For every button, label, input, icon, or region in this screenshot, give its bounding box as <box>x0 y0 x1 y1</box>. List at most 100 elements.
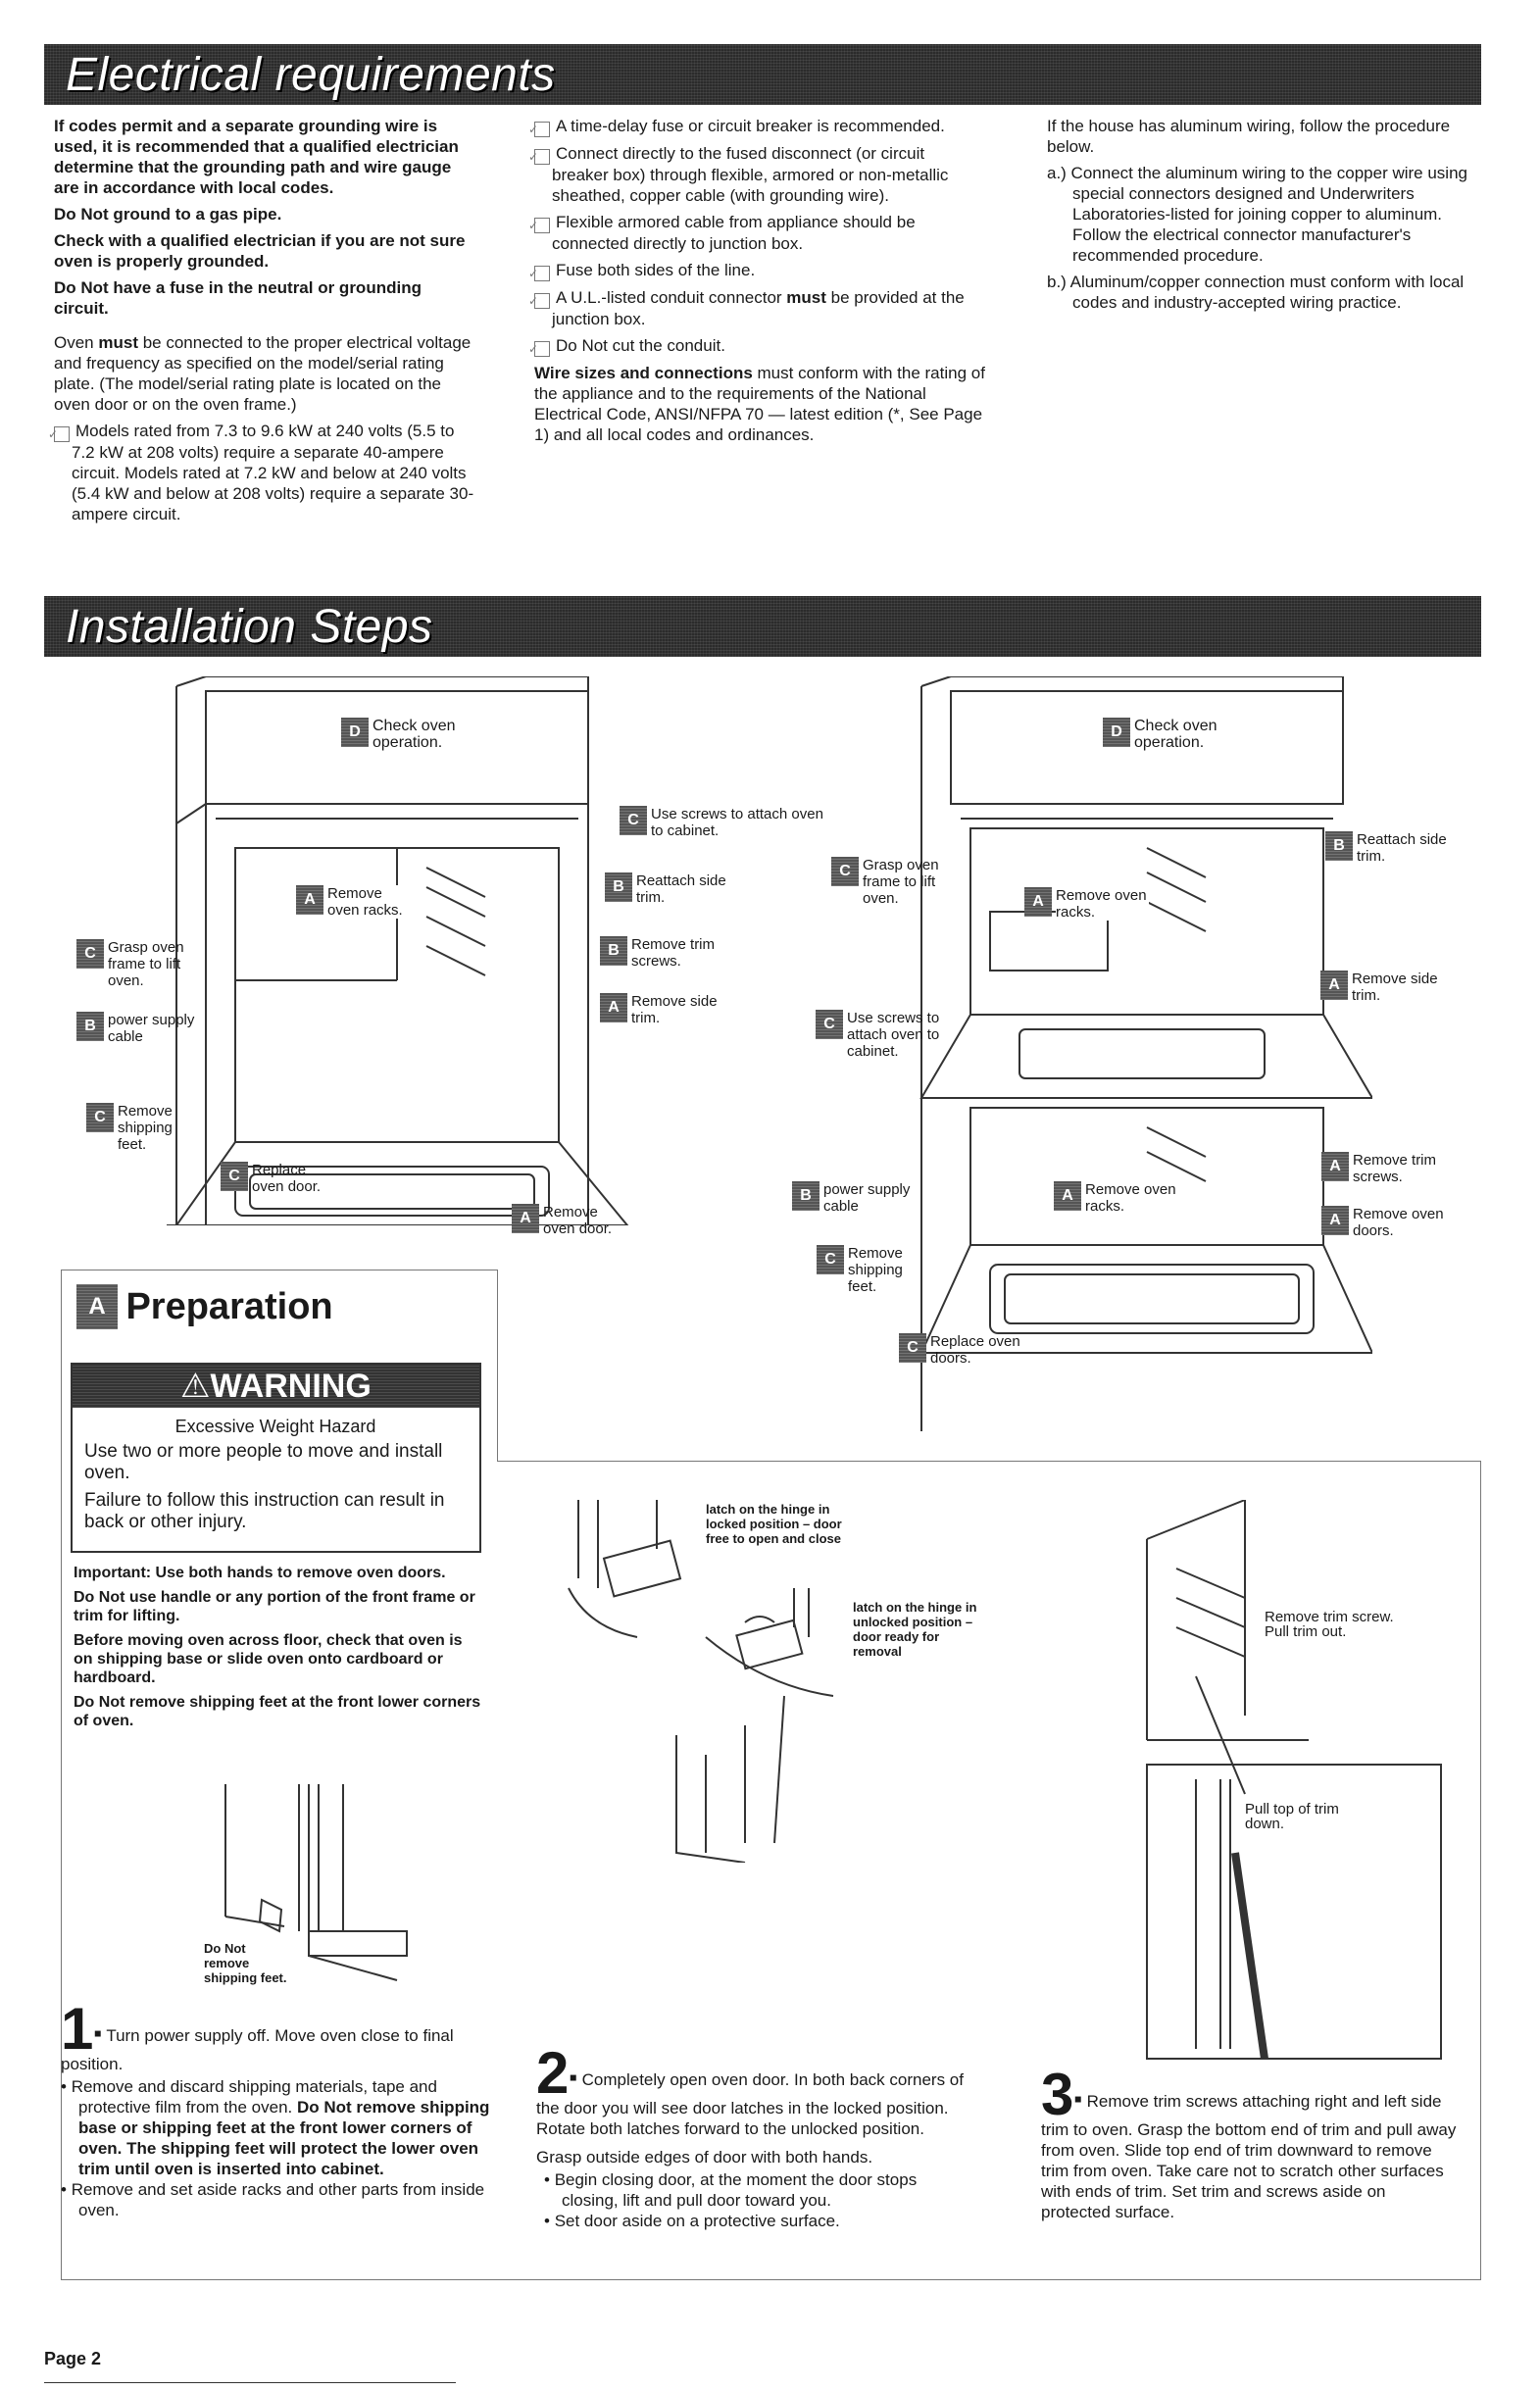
step-1-bullet-1: • Remove and discard shipping materials,… <box>61 2077 490 2178</box>
installation-banner: Installation Steps <box>44 596 1481 657</box>
aluminum-intro: If the house has aluminum wiring, follow… <box>1047 117 1451 156</box>
check-item: ✓Flexible armored cable from appliance s… <box>527 213 916 253</box>
step-3-number: 3 <box>1041 2062 1074 2127</box>
rating-paragraph: ✓Models rated from 7.3 to 9.6 kW at 240 … <box>47 422 474 523</box>
warning-title: ⚠WARNING <box>180 1368 372 1405</box>
aluminum-step-b: b.) Aluminum/copper connection must conf… <box>1047 273 1465 312</box>
step-2-bullet-1: • Begin closing door, at the moment the … <box>544 2170 918 2210</box>
prep-frame-right <box>1480 1461 1481 2279</box>
prep-frame-left <box>61 1270 62 2279</box>
checkbox-icon: ✓ <box>528 341 550 357</box>
gas-pipe-note: Do Not ground to a gas pipe. <box>54 205 282 224</box>
fuse-neutral-note: Do Not have a fuse in the neutral or gro… <box>54 278 422 318</box>
label-latch-unlocked: latch on the hinge in unlocked position … <box>853 1600 977 1659</box>
warning-triangle-icon: ⚠ <box>180 1368 211 1405</box>
step-badge: C <box>86 1103 114 1132</box>
voltage-paragraph: Oven must be connected to the proper ele… <box>54 333 472 414</box>
checkbox-icon: ✓ <box>528 149 550 165</box>
step-badge: B <box>600 936 627 966</box>
step-badge: C <box>76 939 104 969</box>
check-item: ✓Connect directly to the fused disconnec… <box>527 144 949 205</box>
step-badge: B <box>1325 831 1353 861</box>
preparation-notes: Important: Use both hands to remove oven… <box>74 1564 485 1736</box>
electrical-col-2: ✓A time-delay fuse or circuit breaker is… <box>527 116 985 451</box>
checkbox-icon: ✓ <box>48 426 70 442</box>
step-badge: A <box>1320 971 1348 1000</box>
label-latch-locked: latch on the hinge in locked position – … <box>706 1502 842 1546</box>
prep-frame-mid <box>497 1270 498 1461</box>
step-2-text: 2▪ Completely open oven door. In both ba… <box>536 2044 977 2237</box>
electrical-banner: Electrical requirements <box>44 44 1481 105</box>
label-remove-trim-screw: Remove trim screw. Pull trim out. <box>1265 1609 1394 1640</box>
electrical-col-1: If codes permit and a separate grounding… <box>47 116 475 530</box>
prep-frame-bottom <box>61 2279 1481 2280</box>
footer-rule <box>44 2382 456 2383</box>
note: Before moving oven across floor, check t… <box>74 1632 463 1686</box>
check-electrician-note: Check with a qualified electrician if yo… <box>54 231 466 271</box>
step-3-text: 3▪ Remove trim screws attaching right an… <box>1041 2062 1457 2222</box>
step-badge: C <box>899 1333 926 1363</box>
step-badge: C <box>817 1245 844 1274</box>
step-badge: C <box>831 857 859 886</box>
check-item: ✓A time-delay fuse or circuit breaker is… <box>527 117 945 137</box>
checkbox-icon: ✓ <box>528 293 550 309</box>
note: Do Not use handle or any portion of the … <box>74 1589 475 1624</box>
single-oven-diagram <box>167 676 629 1225</box>
electrical-heading: Electrical requirements <box>66 49 556 101</box>
step-badge: C <box>816 1010 843 1039</box>
step-badge: C <box>620 806 647 835</box>
step-1-number: 1 <box>61 1996 94 2062</box>
double-oven-diagram <box>919 676 1372 1431</box>
prep-frame-divider <box>497 1461 1481 1462</box>
step-badge: D <box>1103 718 1130 747</box>
warning-line-1: Use two or more people to move and insta… <box>84 1441 443 1483</box>
step-badge: B <box>76 1012 104 1041</box>
step-1-text: 1▪ Turn power supply off. Move oven clos… <box>61 2000 492 2226</box>
step-badge: A <box>1321 1206 1349 1235</box>
step-badge: A <box>76 1284 118 1329</box>
step-badge: A <box>1024 887 1052 917</box>
installation-heading: Installation Steps <box>66 601 433 653</box>
check-item: ✓Fuse both sides of the line. <box>527 261 756 281</box>
preparation-heading: A Preparation <box>76 1284 333 1329</box>
note: Do Not remove shipping feet at the front… <box>74 1694 481 1729</box>
trim-removal-figure <box>1146 1500 1442 2060</box>
checkbox-icon: ✓ <box>528 218 550 233</box>
checkbox-icon: ✓ <box>528 266 550 281</box>
step-badge: B <box>605 872 632 902</box>
step-badge: A <box>1054 1181 1081 1211</box>
step-badge: D <box>341 718 369 747</box>
step-badge: A <box>600 993 627 1022</box>
warning-hazard: Excessive Weight Hazard <box>174 1417 376 1436</box>
electrical-col-3: If the house has aluminum wiring, follow… <box>1047 116 1478 319</box>
label-pull-top-of-trim: Pull top of trim down. <box>1245 1801 1339 1832</box>
step-2-number: 2 <box>536 2040 570 2106</box>
wire-sizes-paragraph: Wire sizes and connections must conform … <box>534 364 985 444</box>
step-badge: A <box>1321 1152 1349 1181</box>
step-badge: B <box>792 1181 820 1211</box>
warning-line-2: Failure to follow this instruction can r… <box>84 1490 445 1532</box>
grounding-note: If codes permit and a separate grounding… <box>54 117 459 197</box>
aluminum-step-a: a.) Connect the aluminum wiring to the c… <box>1047 164 1467 265</box>
checkbox-icon: ✓ <box>528 122 550 137</box>
note: Important: Use both hands to remove oven… <box>74 1565 446 1581</box>
